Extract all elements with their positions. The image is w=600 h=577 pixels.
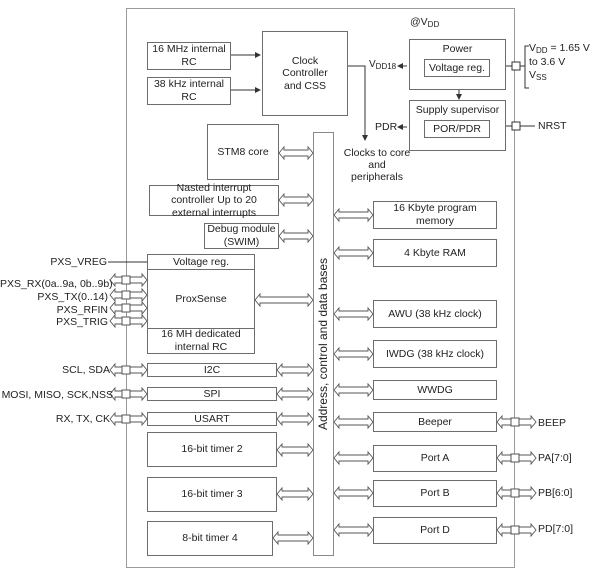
core-bus-arrow	[278, 145, 314, 161]
power-title: Power	[442, 43, 473, 55]
pxs-rx-pin: PXS_RX(0a..9a, 0b..9b)	[0, 278, 113, 290]
vdd18-left-label: VDD18	[369, 59, 397, 71]
pxs-tx-pin: PXS_TX(0..14)	[37, 291, 108, 303]
supervisor-title: Supply supervisor	[415, 104, 500, 116]
portd-bus-arrow	[333, 522, 374, 538]
debug-bus-arrow	[278, 228, 314, 244]
tim4-bus-arrow	[272, 530, 314, 546]
spi-pad	[121, 389, 131, 399]
rc16-block: 16 MHz internal RC	[147, 42, 231, 70]
clock-controller-block: Clock Controller and CSS	[262, 31, 348, 116]
awu-block: AWU (38 kHz clock)	[373, 300, 497, 328]
vdd-pin	[511, 61, 521, 71]
bus-label: Address, control and data bases	[316, 257, 331, 431]
iwdg-bus-arrow	[333, 346, 374, 362]
ram-block: 4 Kbyte RAM	[373, 239, 497, 267]
nrst-pin	[511, 121, 521, 131]
pxs-rfin-pin: PXS_RFIN	[56, 304, 108, 316]
bus-arrows	[254, 145, 374, 546]
clock-out-wire	[347, 65, 368, 141]
portb-bus-arrow	[333, 485, 374, 501]
spi-pins: MOSI, MISO, SCK,NSS	[1, 389, 113, 401]
usart-block: USART	[147, 412, 277, 426]
tim2-bus-arrow	[276, 442, 314, 458]
pdr-label: PDR	[375, 121, 398, 133]
beep-pin: BEEP	[538, 417, 567, 429]
pa-pin: PA[7:0]	[538, 452, 572, 464]
pxs-rfin-pad	[121, 303, 131, 313]
pxs-tx-pad	[121, 290, 131, 300]
wwdg-block: WWDG	[373, 380, 497, 400]
usart-pins: RX, TX, CK	[55, 413, 110, 425]
proxsense-block: ProxSense	[147, 269, 255, 329]
tim3-bus-arrow	[276, 486, 314, 502]
iwdg-block: IWDG (38 kHz clock)	[373, 340, 497, 368]
flash-bus-arrow	[333, 207, 374, 223]
pd-pin: PD[7:0]	[538, 523, 574, 535]
rc38-block: 38 kHz internal RC	[147, 77, 231, 105]
spi-block: SPI	[147, 387, 277, 401]
pxs-trig-pad	[121, 316, 131, 326]
proxsense-rc-block: 16 MH dedicated internal RC	[147, 328, 255, 354]
i2c-pad	[121, 365, 131, 375]
pin-arrows	[109, 272, 537, 538]
port-b-block: Port B	[373, 480, 497, 507]
nrst-label: NRST	[538, 120, 567, 132]
debug-module-block: Debug module (SWIM)	[204, 223, 279, 249]
mcu-boundary	[126, 8, 515, 568]
timer3-block: 16-bit timer 3	[147, 477, 277, 512]
i2c-pins: SCL, SDA	[62, 364, 110, 376]
timer4-block: 8-bit timer 4	[147, 521, 273, 556]
ram-bus-arrow	[333, 245, 374, 261]
pxs-rx-pad	[121, 275, 131, 285]
awu-bus-arrow	[333, 306, 374, 322]
program-memory-block: 16 Kbyte program memory	[373, 201, 497, 229]
pb-pad	[510, 488, 520, 498]
itc-bus-arrow	[278, 192, 314, 208]
por-pdr-block: POR/PDR	[424, 120, 490, 138]
system-bus	[313, 132, 334, 556]
spi-bus-arrow	[276, 386, 314, 402]
usart-pad	[121, 414, 131, 424]
beeper-block: Beeper	[373, 412, 497, 432]
power-voltage-reg: Voltage reg.	[424, 59, 490, 77]
stm8-core-block: STM8 core	[207, 124, 279, 180]
wwdg-bus-arrow	[333, 382, 374, 398]
clocks-note: Clocks to core and peripherals	[343, 147, 411, 184]
pxs-trig-pin: PXS_TRIG	[56, 316, 108, 328]
pb-pin: PB[6:0]	[538, 487, 573, 499]
i2c-bus-arrow	[276, 362, 314, 378]
beep-pad	[510, 417, 520, 427]
pd-pad	[510, 525, 520, 535]
pxs-vreg-pin: PXS_VREG	[50, 256, 107, 268]
proxsense-voltage-reg: Voltage reg.	[147, 254, 255, 270]
at-vdd-label: @VDD	[410, 16, 440, 29]
timer2-block: 16-bit timer 2	[147, 432, 277, 467]
i2c-block: I2C	[147, 363, 277, 377]
pxs-bus-arrow	[254, 292, 314, 308]
porta-bus-arrow	[333, 450, 374, 466]
beeper-bus-arrow	[333, 414, 374, 430]
interrupt-controller-block: Nasted interrupt controller Up to 20 ext…	[149, 182, 279, 219]
pa-pad	[510, 453, 520, 463]
usart-bus-arrow	[276, 411, 314, 427]
port-d-block: Port D	[373, 517, 497, 544]
port-a-block: Port A	[373, 445, 497, 472]
